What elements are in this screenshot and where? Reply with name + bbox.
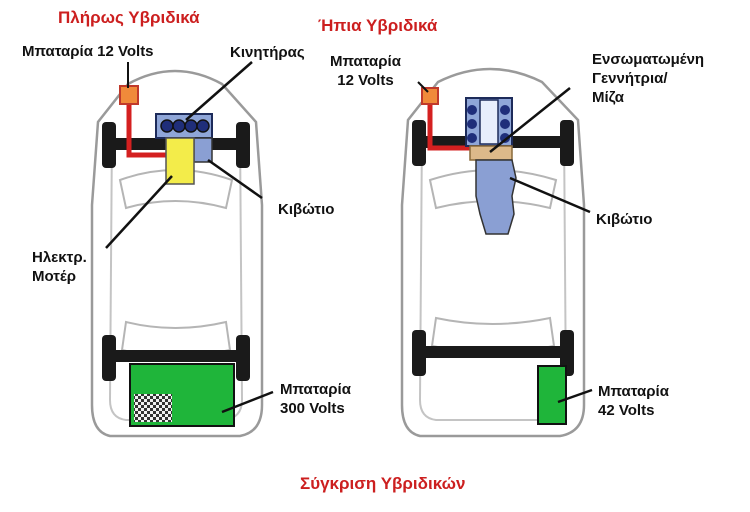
mild-isg (469, 145, 513, 161)
label-mild-battery-42v-line2: 42 Volts (598, 402, 655, 419)
leader-battery-12v-mild (417, 81, 429, 93)
full-hybrid-car (90, 61, 274, 438)
full-car-wheel-rl (102, 335, 116, 381)
title-comparison: Σύγκριση Υβριδικών (300, 474, 466, 493)
engine-cylinder (467, 133, 477, 143)
full-car-wheel-fl (102, 122, 116, 168)
engine-cylinder (467, 105, 477, 115)
engine-cylinder (500, 105, 510, 115)
mild-car-wheel-rr (560, 330, 574, 376)
mild-car-wiring (427, 104, 472, 151)
mild-hybrid-car (400, 67, 593, 438)
full-car-wheel-rr (236, 335, 250, 381)
engine-cylinder (196, 119, 210, 133)
engine-cylinder (184, 119, 198, 133)
label-mild-gearbox: Κιβώτιο (596, 211, 653, 228)
mild-battery-42v (537, 365, 567, 425)
leader-battery-300v (221, 390, 274, 414)
mild-car-body (400, 67, 586, 438)
label-mild-battery-12v-line2: 12 Volts (337, 72, 394, 89)
mild-engine-head (479, 99, 499, 145)
mild-battery-12v (421, 87, 439, 105)
mild-car-windshield (428, 169, 558, 210)
title-mild-hybrid: Ήπια Υβριδικά (318, 16, 438, 35)
label-mild-isg: Ενσωματωμένη Γεννήτρια/ Μίζα (592, 50, 704, 107)
leader-battery-42v (557, 388, 593, 404)
label-mild-isg-line3: Μίζα (592, 89, 624, 106)
label-mild-battery-12v-line1: Μπαταρία (330, 53, 401, 70)
label-mild-isg-line1: Ενσωματωμένη (592, 51, 705, 68)
full-car-wheel-fr (236, 122, 250, 168)
label-full-battery-12v: Μπαταρία 12 Volts (22, 43, 154, 60)
label-full-battery-300v-line2: 300 Volts (280, 400, 345, 417)
mild-car-wheel-rl (412, 330, 426, 376)
mild-car-wheel-fr (560, 120, 574, 166)
engine-cylinder (467, 119, 477, 129)
leader-gearbox-mild (509, 176, 591, 214)
title-full-hybrid: Πλήρως Υβριδικά (58, 8, 200, 27)
full-gearbox-block (193, 137, 213, 163)
leader-engine (185, 61, 253, 121)
engine-cylinder (160, 119, 174, 133)
label-full-motor-line1: Ηλεκτρ. (32, 249, 87, 266)
label-full-battery-300v: Μπαταρία 300 Volts (280, 380, 351, 418)
mild-gearbox-block (475, 159, 517, 235)
label-mild-isg-line2: Γεννήτρια/ (592, 70, 668, 87)
engine-cylinder (500, 119, 510, 129)
label-mild-battery-42v: Μπαταρία 42 Volts (598, 382, 669, 420)
label-full-motor: Ηλεκτρ. Μοτέρ (32, 248, 87, 286)
label-full-battery-300v-line1: Μπαταρία (280, 381, 351, 398)
leader-gearbox (207, 158, 263, 200)
mild-car-rear-axle (424, 346, 562, 358)
leader-motor (105, 175, 173, 249)
label-full-motor-line2: Μοτέρ (32, 268, 76, 285)
label-full-gearbox: Κιβώτιο (278, 201, 335, 218)
mild-car-wheel-fl (412, 120, 426, 166)
full-battery-12v (119, 85, 139, 105)
label-mild-battery-42v-line1: Μπαταρία (598, 383, 669, 400)
full-car-wiring (126, 100, 166, 158)
full-car-rear-axle (114, 350, 238, 362)
label-mild-battery-12v: Μπαταρία 12 Volts (330, 52, 401, 90)
full-battery-300v-checker (134, 394, 172, 422)
label-full-engine: Κινητήρας (230, 44, 305, 61)
full-car-windshield (118, 169, 234, 210)
full-car-body (90, 69, 264, 438)
engine-cylinder (172, 119, 186, 133)
leader-isg (489, 87, 571, 153)
